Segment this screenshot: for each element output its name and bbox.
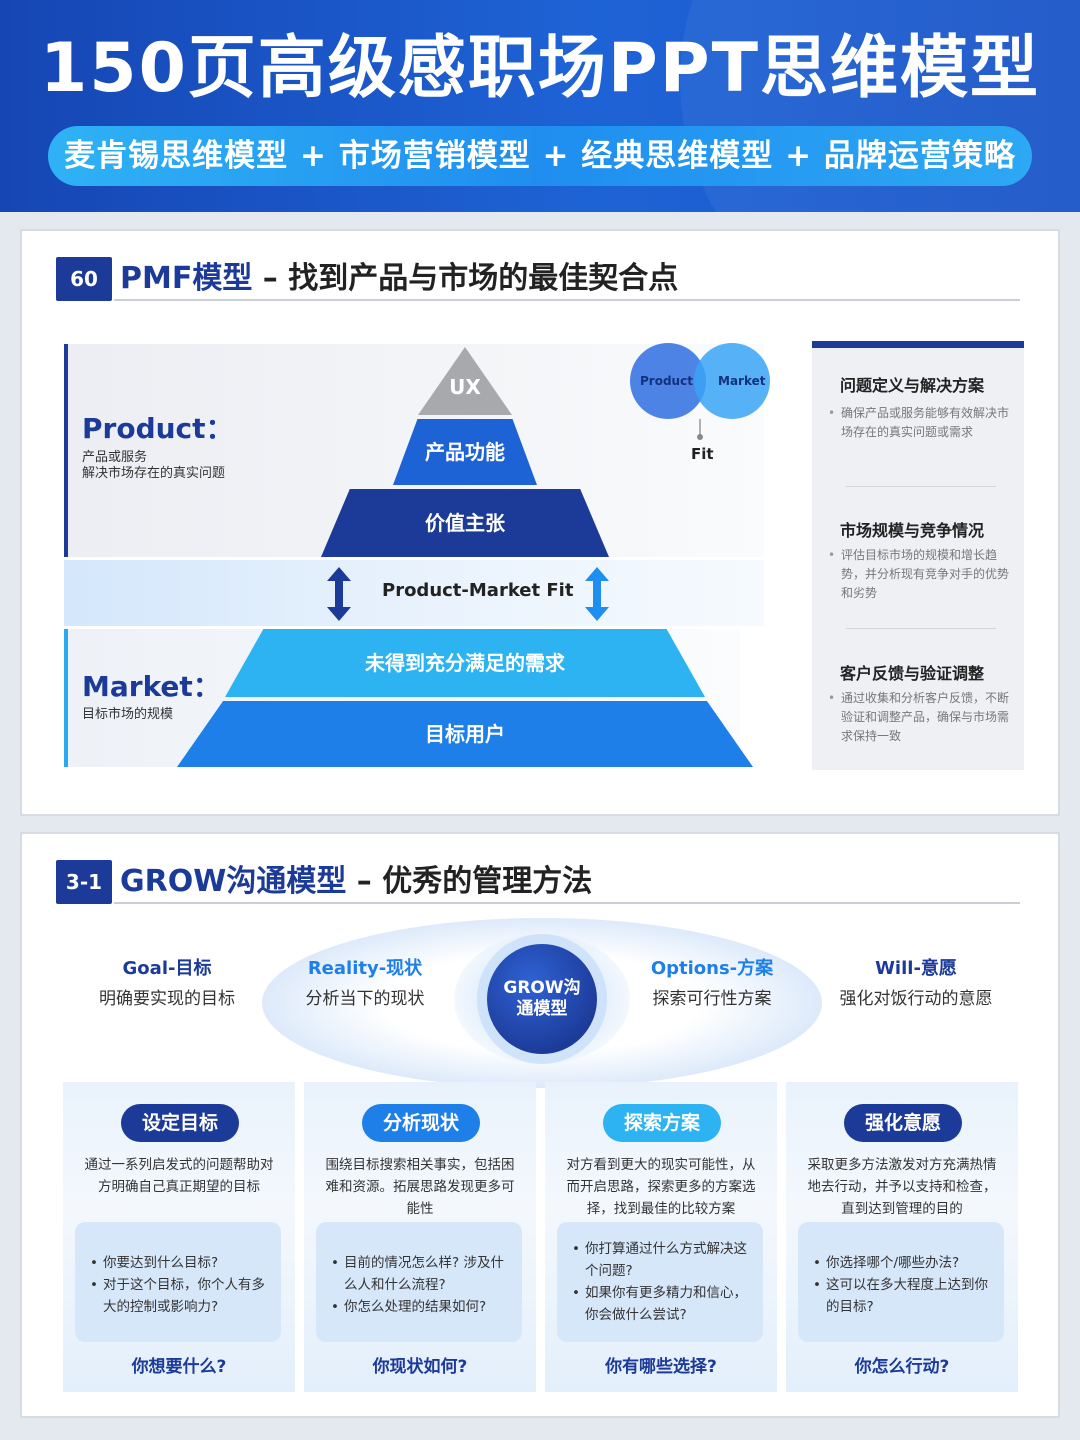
header-banner: 150页高级感职场PPT思维模型 麦肯锡思维模型 + 市场营销模型 + 经典思维… xyxy=(0,0,1080,212)
side-text-3: 通过收集和分析客户反馈，不断验证和调整产品，确保与市场需求保持一致 xyxy=(828,689,1014,746)
center-line-1: GROW沟 xyxy=(503,978,581,998)
card-question: 对于这个目标，你个人有多大的控制或影响力? xyxy=(90,1274,273,1318)
product-heading: Product： xyxy=(82,412,234,445)
side-title-2: 市场规模与竞争情况 xyxy=(840,521,985,540)
grow-title-rest: – 优秀的管理方法 xyxy=(346,864,593,899)
pyramid-features: 产品功能 xyxy=(393,419,537,485)
venn-fit-label: Fit xyxy=(691,445,714,463)
stage-options-en: Options-方案 xyxy=(650,958,774,979)
pyramid-value: 价值主张 xyxy=(321,489,609,557)
grow-title-accent: GROW沟通模型 xyxy=(120,864,347,899)
pmf-title-rest: – 找到产品与市场的最佳契合点 xyxy=(252,261,679,296)
pmf-side-card: 问题定义与解决方案 确保产品或服务能够有效解决市场存在的真实问题或需求 市场规模… xyxy=(812,341,1024,770)
subtitle-pill: 麦肯锡思维模型 + 市场营销模型 + 经典思维模型 + 品牌运营策略 xyxy=(48,126,1032,186)
stage-goal-cn: 明确要实现的目标 xyxy=(99,989,235,1009)
card-question: 你选择哪个/哪些办法? xyxy=(813,1252,996,1274)
grow-card-options: 探索方案 对方看到更大的现实可能性，从而开启思路，探索更多的方案选择，找到最佳的… xyxy=(545,1082,777,1392)
card-desc: 通过一系列启发式的问题帮助对方明确自己真正期望的目标 xyxy=(84,1157,274,1195)
card-question: 你要达到什么目标? xyxy=(90,1252,273,1274)
pmf-title-accent: PMF模型 xyxy=(120,261,253,296)
card-bottom-question: 你有哪些选择? xyxy=(605,1357,717,1377)
grow-section-badge: 3-1 xyxy=(56,860,112,904)
pmf-title-rule xyxy=(114,299,1020,301)
card-desc: 对方看到更大的现实可能性，从而开启思路，探索更多的方案选择，找到最佳的比较方案 xyxy=(566,1157,756,1217)
card-bottom-question: 你现状如何? xyxy=(372,1357,468,1377)
pyramid-users: 目标用户 xyxy=(177,701,753,767)
card-bottom-question: 你怎么行动? xyxy=(854,1357,950,1377)
grow-section-title: GROW沟通模型 – 优秀的管理方法 xyxy=(120,860,592,904)
pmf-fit-band xyxy=(64,560,764,626)
side-divider xyxy=(846,486,996,487)
pmf-panel: 60 PMF模型 – 找到产品与市场的最佳契合点 Product： 产品或服务 … xyxy=(20,229,1060,816)
grow-card-reality: 分析现状 围绕目标搜索相关事实，包括困难和资源。拓展思路发现更多可能性 目前的情… xyxy=(304,1082,536,1392)
double-arrow-icon xyxy=(327,567,351,621)
grow-title-rule xyxy=(114,902,1020,904)
side-text-1: 确保产品或服务能够有效解决市场存在的真实问题或需求 xyxy=(828,404,1014,442)
center-line-2: 通模型 xyxy=(516,999,568,1019)
double-arrow-icon xyxy=(585,567,609,621)
card-desc: 采取更多方法激发对方充满热情地去行动，并予以支持和检查，直到达到管理的目的 xyxy=(807,1157,997,1217)
pmf-section-title: PMF模型 – 找到产品与市场的最佳契合点 xyxy=(120,257,678,301)
side-text-2: 评估目标市场的规模和增长趋势，并分析现有竞争对手的优势和劣势 xyxy=(828,546,1014,603)
card-pill: 探索方案 xyxy=(603,1104,721,1142)
market-heading: Market： xyxy=(82,670,221,703)
stage-goal-en: Goal-目标 xyxy=(122,958,212,979)
side-divider xyxy=(846,628,996,629)
stage-options-cn: 探索可行性方案 xyxy=(652,989,772,1009)
grow-panel: 3-1 GROW沟通模型 – 优秀的管理方法 Goal-目标 明确要实现的目标 … xyxy=(20,832,1060,1418)
product-desc-line-1: 产品或服务 xyxy=(82,450,148,465)
grow-center-circle: GROW沟 通模型 xyxy=(487,944,597,1054)
card-question: 你打算通过什么方式解决这个问题? xyxy=(572,1238,755,1282)
market-desc: 目标市场的规模 xyxy=(82,707,174,722)
card-bottom-question: 你想要什么? xyxy=(131,1357,227,1377)
grow-card-will: 强化意愿 采取更多方法激发对方充满热情地去行动，并予以支持和检查，直到达到管理的… xyxy=(786,1082,1018,1392)
stage-will-cn: 强化对饭行动的意愿 xyxy=(839,989,993,1009)
pmf-section-badge: 60 xyxy=(56,257,112,301)
card-pill: 强化意愿 xyxy=(844,1104,962,1142)
venn-diagram xyxy=(630,343,770,440)
card-question: 如果你有更多精力和信心，你会做什么尝试? xyxy=(572,1282,755,1326)
venn-product-label: Product xyxy=(640,374,693,388)
side-title-3: 客户反馈与验证调整 xyxy=(840,664,985,683)
pmf-fit-label: Product-Market Fit xyxy=(382,580,574,601)
stage-reality-en: Reality-现状 xyxy=(307,958,423,979)
stage-will-en: Will-意愿 xyxy=(875,958,957,979)
grow-card-goal: 设定目标 通过一系列启发式的问题帮助对方明确自己真正期望的目标 你要达到什么目标… xyxy=(63,1082,295,1392)
card-pill: 设定目标 xyxy=(121,1104,239,1142)
card-question: 这可以在多大程度上达到你的目标? xyxy=(813,1274,996,1318)
stage-reality-cn: 分析当下的现状 xyxy=(305,989,425,1009)
main-title: 150页高级感职场PPT思维模型 xyxy=(39,29,1040,108)
side-title-1: 问题定义与解决方案 xyxy=(840,376,985,395)
pyramid-needs: 未得到充分满足的需求 xyxy=(225,629,705,697)
card-pill: 分析现状 xyxy=(362,1104,480,1142)
card-question: 目前的情况怎么样? 涉及什么人和什么流程? xyxy=(331,1252,514,1296)
venn-market-label: Market xyxy=(718,374,766,388)
product-desc-line-2: 解决市场存在的真实问题 xyxy=(82,466,226,481)
card-question: 你怎么处理的结果如何? xyxy=(331,1296,514,1318)
card-desc: 围绕目标搜索相关事实，包括困难和资源。拓展思路发现更多可能性 xyxy=(325,1157,515,1217)
